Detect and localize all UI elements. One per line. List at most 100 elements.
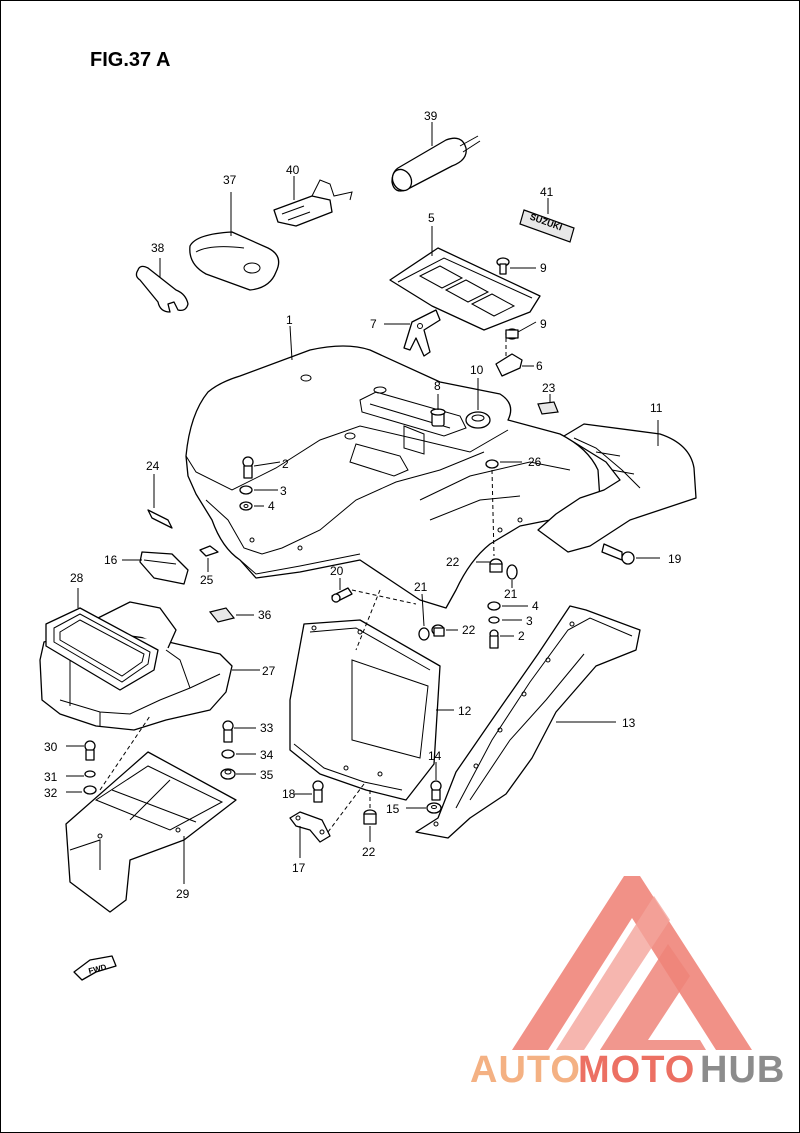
part-31-washer bbox=[84, 770, 96, 778]
callout-32: 32 bbox=[44, 786, 58, 800]
part-9-bolt-lower bbox=[505, 328, 519, 340]
callout-17: 17 bbox=[292, 861, 306, 875]
part-36-pad bbox=[208, 607, 236, 623]
part-21-washer-right bbox=[506, 564, 518, 580]
part-38-wrench bbox=[135, 265, 189, 313]
figure-title: FIG.37 A bbox=[90, 49, 170, 71]
part-1-rear-fender bbox=[185, 345, 601, 609]
callout-33: 33 bbox=[260, 721, 274, 735]
part-29-cover bbox=[65, 751, 237, 913]
callout-6: 6 bbox=[536, 359, 543, 373]
callout-39: 39 bbox=[424, 109, 438, 123]
callout-25: 25 bbox=[200, 573, 214, 587]
callout-2-right: 2 bbox=[518, 629, 525, 643]
callout-11: 11 bbox=[650, 401, 663, 415]
callout-4-left: 4 bbox=[268, 499, 275, 513]
part-26-nut bbox=[485, 459, 499, 469]
part-41-badge: SUZUKI bbox=[519, 209, 575, 243]
part-35-grommet bbox=[220, 768, 236, 780]
callout-22-lower: 22 bbox=[362, 845, 376, 859]
part-21-washer-center bbox=[418, 627, 430, 641]
part-33-bolt bbox=[222, 720, 234, 743]
callout-22-center: 22 bbox=[462, 623, 476, 637]
callout-1: 1 bbox=[286, 313, 293, 327]
callout-41: 41 bbox=[540, 185, 554, 199]
part-6-bracket bbox=[495, 353, 523, 377]
callout-35: 35 bbox=[260, 768, 274, 782]
watermark-text-auto: AUTO bbox=[470, 1049, 581, 1091]
callout-29: 29 bbox=[176, 887, 190, 901]
part-30-bolt bbox=[84, 740, 96, 761]
watermark-logo bbox=[512, 876, 752, 1050]
part-16-pad bbox=[139, 551, 189, 585]
callout-30: 30 bbox=[44, 740, 58, 754]
part-7-bracket bbox=[403, 309, 441, 357]
callout-36: 36 bbox=[258, 608, 272, 622]
part-22-nut-right bbox=[489, 558, 503, 573]
callout-40: 40 bbox=[286, 163, 300, 177]
part-2-bolt-left bbox=[242, 456, 254, 479]
callout-5: 5 bbox=[428, 211, 435, 225]
callout-2-left: 2 bbox=[282, 457, 289, 471]
callout-12: 12 bbox=[458, 704, 472, 718]
callout-labels: 39 40 37 41 5 38 9 9 1 7 6 8 10 23 11 2 … bbox=[44, 109, 682, 901]
callout-15: 15 bbox=[386, 802, 400, 816]
callout-16: 16 bbox=[104, 553, 118, 567]
callout-9-upper: 9 bbox=[540, 261, 547, 275]
part-40-strap bbox=[273, 179, 353, 227]
callout-21-center: 21 bbox=[414, 580, 428, 594]
callout-37: 37 bbox=[223, 173, 237, 187]
watermark-text-moto: MOTO bbox=[578, 1049, 695, 1091]
callout-28: 28 bbox=[70, 571, 84, 585]
callout-24: 24 bbox=[146, 459, 160, 473]
callout-9-lower: 9 bbox=[540, 317, 547, 331]
callout-14: 14 bbox=[428, 749, 442, 763]
callout-3-right: 3 bbox=[526, 614, 533, 628]
part-22-nut-center bbox=[431, 624, 445, 637]
callout-3-left: 3 bbox=[280, 484, 287, 498]
part-12-inner-panel bbox=[289, 619, 441, 801]
callout-10: 10 bbox=[470, 363, 484, 377]
callout-26: 26 bbox=[528, 455, 542, 469]
part-18-bolt bbox=[312, 780, 324, 803]
part-5-rack bbox=[389, 247, 541, 331]
callout-21-right: 21 bbox=[504, 587, 518, 601]
part-9-bolt-upper bbox=[496, 257, 510, 275]
part-20-bolt bbox=[331, 587, 353, 603]
part-13-side-panel bbox=[415, 605, 641, 839]
part-17-bracket bbox=[289, 811, 331, 843]
callout-4-right: 4 bbox=[532, 599, 539, 613]
watermark-text-hub: HUB bbox=[700, 1049, 785, 1091]
part-4-washer-left bbox=[239, 501, 253, 511]
callout-34: 34 bbox=[260, 748, 274, 762]
part-34-washer bbox=[221, 749, 235, 759]
callout-38: 38 bbox=[151, 241, 165, 255]
part-15-washer bbox=[426, 802, 442, 814]
part-14-bolt bbox=[430, 780, 442, 801]
part-24-strip bbox=[147, 509, 173, 529]
callout-13: 13 bbox=[622, 716, 636, 730]
callout-8: 8 bbox=[434, 379, 441, 393]
callout-20: 20 bbox=[330, 564, 344, 578]
part-3-washer-right bbox=[488, 616, 500, 624]
callout-23: 23 bbox=[542, 381, 556, 395]
part-8-cap bbox=[430, 408, 446, 427]
part-39-tube bbox=[391, 135, 481, 192]
part-25-tab bbox=[199, 545, 219, 557]
callout-19: 19 bbox=[668, 552, 682, 566]
part-4-washer-right bbox=[487, 601, 501, 611]
part-32-grommet bbox=[83, 785, 97, 795]
part-10-grommet bbox=[465, 411, 491, 429]
part-3-washer-left bbox=[239, 485, 253, 495]
fwd-label: FWD bbox=[88, 963, 108, 976]
part-22-nut-lower bbox=[363, 809, 377, 825]
callout-22-right: 22 bbox=[446, 555, 460, 569]
callout-18: 18 bbox=[282, 787, 296, 801]
callout-27: 27 bbox=[262, 664, 276, 678]
part-19-bolt bbox=[601, 543, 635, 565]
part-11-mudflap bbox=[537, 423, 697, 553]
callout-7: 7 bbox=[370, 317, 377, 331]
part-28-filter-seal bbox=[45, 607, 159, 691]
part-2-bolt-right bbox=[489, 629, 499, 649]
